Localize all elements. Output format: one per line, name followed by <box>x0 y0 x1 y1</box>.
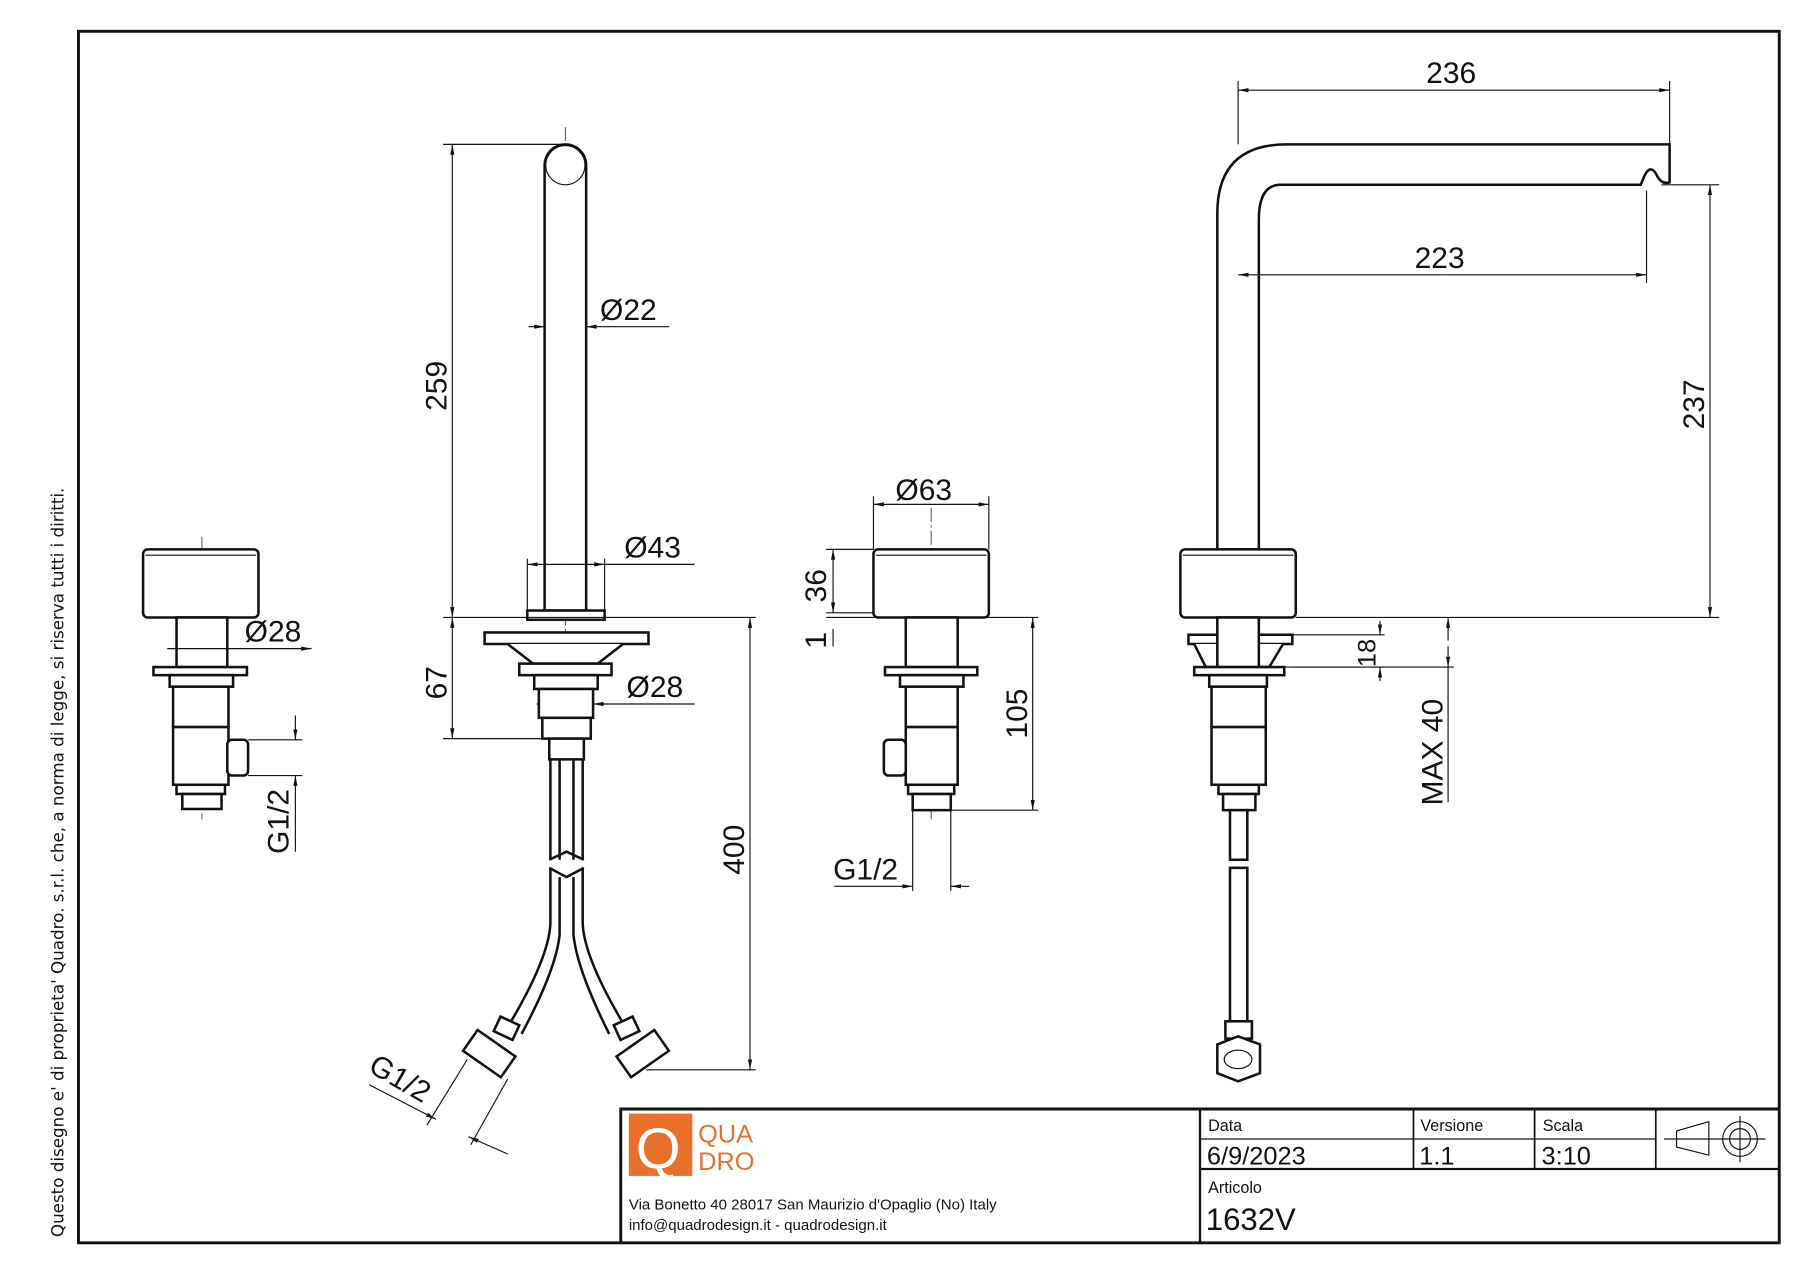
drawing-frame <box>77 29 1781 1245</box>
valve-right-view: Ø63 36 1 105 G1/2 <box>800 474 1039 891</box>
dim-base-height: 18 <box>1353 639 1381 667</box>
dim-max-thickness: MAX 40 <box>1416 699 1449 806</box>
spout-front-view: 259 67 Ø22 Ø43 Ø28 400 G1/2 <box>363 127 756 1155</box>
article-label: Articolo <box>1208 1179 1262 1197</box>
company-contacts: info@quadrodesign.it - quadrodesign.it <box>629 1217 888 1234</box>
svg-text:QUA: QUA <box>698 1120 753 1148</box>
dim-body-diameter: Ø28 <box>627 671 684 704</box>
title-block: Q QUA DRO Via Bonetto 40 28017 San Mauri… <box>619 1107 1780 1243</box>
version-value: 1.1 <box>1419 1142 1454 1170</box>
dim-hose-length: 400 <box>718 825 751 875</box>
dim-knob-diameter: Ø63 <box>895 474 952 507</box>
dim-reach-outlet: 223 <box>1415 242 1465 275</box>
copyright-note: Questo disegno e' di proprieta' Quadro. … <box>47 488 67 1237</box>
dim-under-height: 67 <box>421 666 454 699</box>
company-address: Via Bonetto 40 28017 San Maurizio d'Opag… <box>629 1196 997 1213</box>
dim-body-height: 105 <box>1001 689 1034 739</box>
dim-collar-diameter: Ø43 <box>624 531 681 564</box>
spout-side-view: 236 223 237 18 MAX 40 <box>1179 57 1720 1083</box>
first-angle-projection-icon <box>1663 1115 1766 1163</box>
svg-text:Q: Q <box>636 1117 681 1181</box>
dim-valve-left-diameter: Ø28 <box>245 616 302 649</box>
dim-pipe-diameter: Ø22 <box>600 294 657 327</box>
date-value: 6/9/2023 <box>1207 1142 1306 1170</box>
date-label: Data <box>1208 1117 1242 1135</box>
dim-valve-right-thread: G1/2 <box>833 853 898 886</box>
version-label: Versione <box>1420 1117 1483 1135</box>
dim-valve-left-thread: G1/2 <box>262 789 295 854</box>
dim-reach-total: 236 <box>1426 57 1476 90</box>
dim-outlet-height: 237 <box>1678 379 1711 429</box>
scale-label: Scala <box>1543 1117 1583 1135</box>
valve-left-view: Ø28 G1/2 <box>141 536 312 854</box>
article-value: 1632V <box>1206 1202 1296 1237</box>
scale-value: 3:10 <box>1542 1142 1591 1170</box>
quadro-logo: Q QUA DRO <box>628 1113 754 1181</box>
dim-knob-gap: 1 <box>800 632 833 649</box>
dim-knob-height: 36 <box>800 569 833 602</box>
dim-spout-height: 259 <box>421 361 454 411</box>
svg-text:DRO: DRO <box>698 1148 754 1176</box>
